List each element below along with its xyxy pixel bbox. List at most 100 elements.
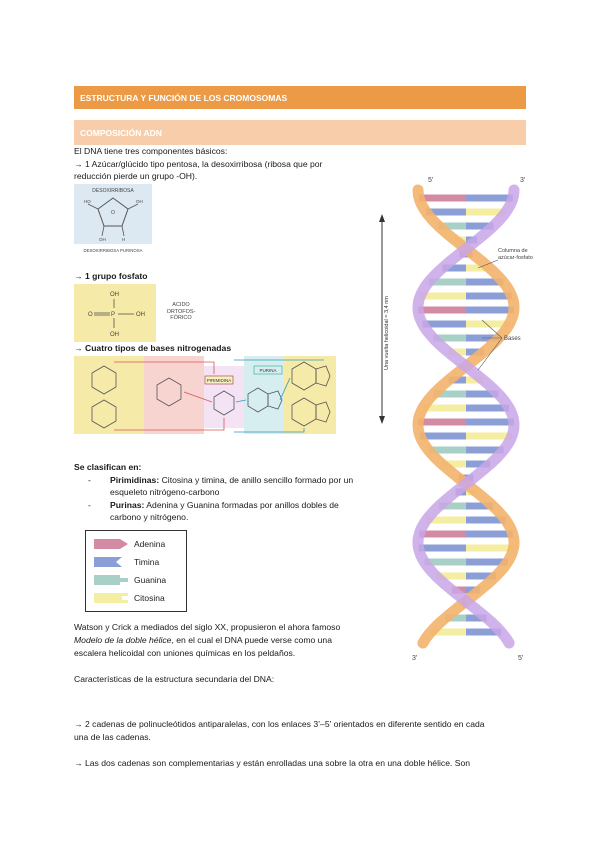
- base-pair-half: [466, 390, 499, 398]
- timina-swatch: [94, 557, 122, 567]
- watson-line-3: escalera helicoidal con uniones químicas…: [74, 648, 296, 658]
- main-title-bar: ESTRUCTURA Y FUNCIÓN DE LOS CROMOSOMAS: [74, 86, 526, 109]
- guanina-swatch: [94, 575, 128, 585]
- phosphate-label: ÁCIDO ORTOFOS- FÓRICO: [166, 302, 196, 321]
- svg-text:OH: OH: [110, 292, 119, 298]
- intro-line-2: → 1 Azúcar/glúcido tipo pentosa, la deso…: [74, 159, 323, 169]
- base-pair-half: [419, 530, 466, 538]
- base-pair-half: [441, 460, 466, 468]
- helix-label-3-top: 3': [520, 177, 525, 184]
- base-pair-half: [436, 572, 466, 580]
- helix-backbone-label: Columna de azúcar-fosfato: [498, 248, 533, 261]
- base-pair-half: [422, 404, 466, 412]
- base-pair-half: [466, 222, 494, 230]
- base-pair-half: [428, 446, 466, 454]
- base-pair-half: [466, 460, 491, 468]
- list-item-text: Adenina y Guanina formadas por anillos d…: [110, 500, 339, 522]
- legend-item-timina: Timina: [94, 557, 159, 567]
- base-pair-half: [442, 264, 466, 272]
- list-item-bold: Pirimidinas:: [110, 475, 160, 485]
- base-pair-half: [466, 320, 510, 328]
- base-pair-half: [438, 222, 466, 230]
- sugar-caption-top: DESOXIRRIBOSA: [92, 188, 134, 194]
- base-pair-half: [418, 544, 466, 552]
- base-pair-half: [466, 208, 506, 216]
- svg-text:OH: OH: [110, 332, 119, 338]
- helix-bases-label: Bases: [504, 336, 521, 342]
- legend-item-guanina: Guanina: [94, 575, 166, 585]
- base-pair-half: [422, 320, 466, 328]
- base-pair-half: [466, 516, 506, 524]
- bases-legend: Adenina Timina Guanina Citosina: [85, 530, 187, 612]
- base-pair-half: [439, 502, 466, 510]
- svg-text:HO: HO: [84, 199, 91, 204]
- base-pair-half: [466, 278, 504, 286]
- base-pair-half: [466, 306, 514, 314]
- base-pair-half: [420, 432, 466, 440]
- base-pair-half: [448, 348, 466, 356]
- svg-text:O: O: [111, 210, 115, 216]
- citosina-swatch: [94, 593, 128, 603]
- intro-line-3: reducción pierde un grupo -OH).: [74, 171, 198, 181]
- list-item-bold: Purinas:: [110, 500, 145, 510]
- deoxyribose-figure: DESOXIRRIBOSA O HO OH OH H DESOXIRRIBOSA…: [74, 184, 152, 258]
- bases-label-purine: PURINA: [259, 368, 276, 373]
- base-pair-half: [466, 418, 514, 426]
- base-pair-half: [424, 558, 466, 566]
- base-pair-half: [428, 278, 466, 286]
- secondary-title: Características de la estructura secunda…: [74, 674, 275, 684]
- base-pair-half: [418, 418, 466, 426]
- base-pair-half: [466, 292, 512, 300]
- adenina-swatch: [94, 539, 128, 549]
- helix-label-5-top: 5': [428, 177, 433, 184]
- base-pair-half: [466, 348, 484, 356]
- base-pair-half: [466, 446, 504, 454]
- legend-item-adenina: Adenina: [94, 539, 165, 549]
- classification-list: - Pirimidinas: Citosina y timina, de ani…: [74, 474, 364, 524]
- svg-text:H: H: [122, 237, 125, 242]
- main-title: ESTRUCTURA Y FUNCIÓN DE LOS CROMOSOMAS: [80, 93, 288, 103]
- base-pair-half: [466, 614, 487, 622]
- svg-text:O: O: [88, 312, 93, 318]
- base-pair-half: [420, 292, 466, 300]
- watson-line-1: Watson y Crick a mediados del siglo XX, …: [74, 622, 341, 632]
- svg-text:OH: OH: [136, 312, 145, 318]
- svg-text:OH: OH: [136, 199, 143, 204]
- secondary-p1-line-2: una de las cadenas.: [74, 732, 151, 742]
- svg-text:P: P: [111, 312, 115, 318]
- base-pair-half: [418, 306, 466, 314]
- bases-line: → Cuatro tipos de bases nitrogenadas: [74, 343, 232, 353]
- base-pair-half: [466, 502, 493, 510]
- base-pair-half: [419, 194, 466, 202]
- section-title-bar: COMPOSICIÓN ADN: [74, 120, 526, 145]
- svg-text:OH: OH: [99, 237, 106, 242]
- base-pair-half: [466, 558, 508, 566]
- helix-turn-label: Una vuelta helicoidal = 3,4 nm: [384, 296, 390, 370]
- classification-title: Se clasifican en:: [74, 462, 142, 472]
- watson-line-2: Modelo de la doble hélice, en el cual el…: [74, 635, 332, 645]
- secondary-p1-line-1: → 2 cadenas de polinucleótidos antiparal…: [74, 719, 485, 729]
- base-pair-half: [466, 572, 496, 580]
- list-item: - Purinas: Adenina y Guanina formadas po…: [88, 500, 339, 522]
- base-pair-half: [430, 628, 466, 636]
- base-pair-half: [466, 404, 510, 412]
- secondary-p2-line-1: → Las dos cadenas son complementarias y …: [74, 758, 471, 768]
- base-pair-half: [426, 208, 466, 216]
- base-pair-half: [426, 516, 466, 524]
- list-item-text: Citosina y timina, de anillo sencillo fo…: [110, 475, 354, 497]
- base-pair-half: [466, 544, 514, 552]
- nitrogen-bases-figure: PIRIMIDINA PURINA: [74, 356, 336, 434]
- base-pair-half: [433, 390, 466, 398]
- base-pair-half: [466, 432, 512, 440]
- bases-label-pyrimidine: PIRIMIDINA: [207, 378, 232, 383]
- base-pair-half: [433, 334, 466, 342]
- section-title: COMPOSICIÓN ADN: [80, 128, 162, 138]
- phosphate-line: → 1 grupo fosfato: [74, 271, 148, 281]
- helix-label-5-bottom: 5': [518, 655, 523, 662]
- sugar-caption-bottom: DESOXIRRIBOSA PURINOSA: [84, 248, 143, 253]
- phosphate-figure: OH O P OH OH ÁCIDO ORTOFOS- FÓRICO: [74, 284, 224, 342]
- intro-line-1: El DNA tiene tres componentes básicos:: [74, 146, 228, 156]
- list-item: - Pirimidinas: Citosina y timina, de ani…: [88, 475, 354, 497]
- base-pair-half: [445, 614, 466, 622]
- base-pair-half: [466, 628, 502, 636]
